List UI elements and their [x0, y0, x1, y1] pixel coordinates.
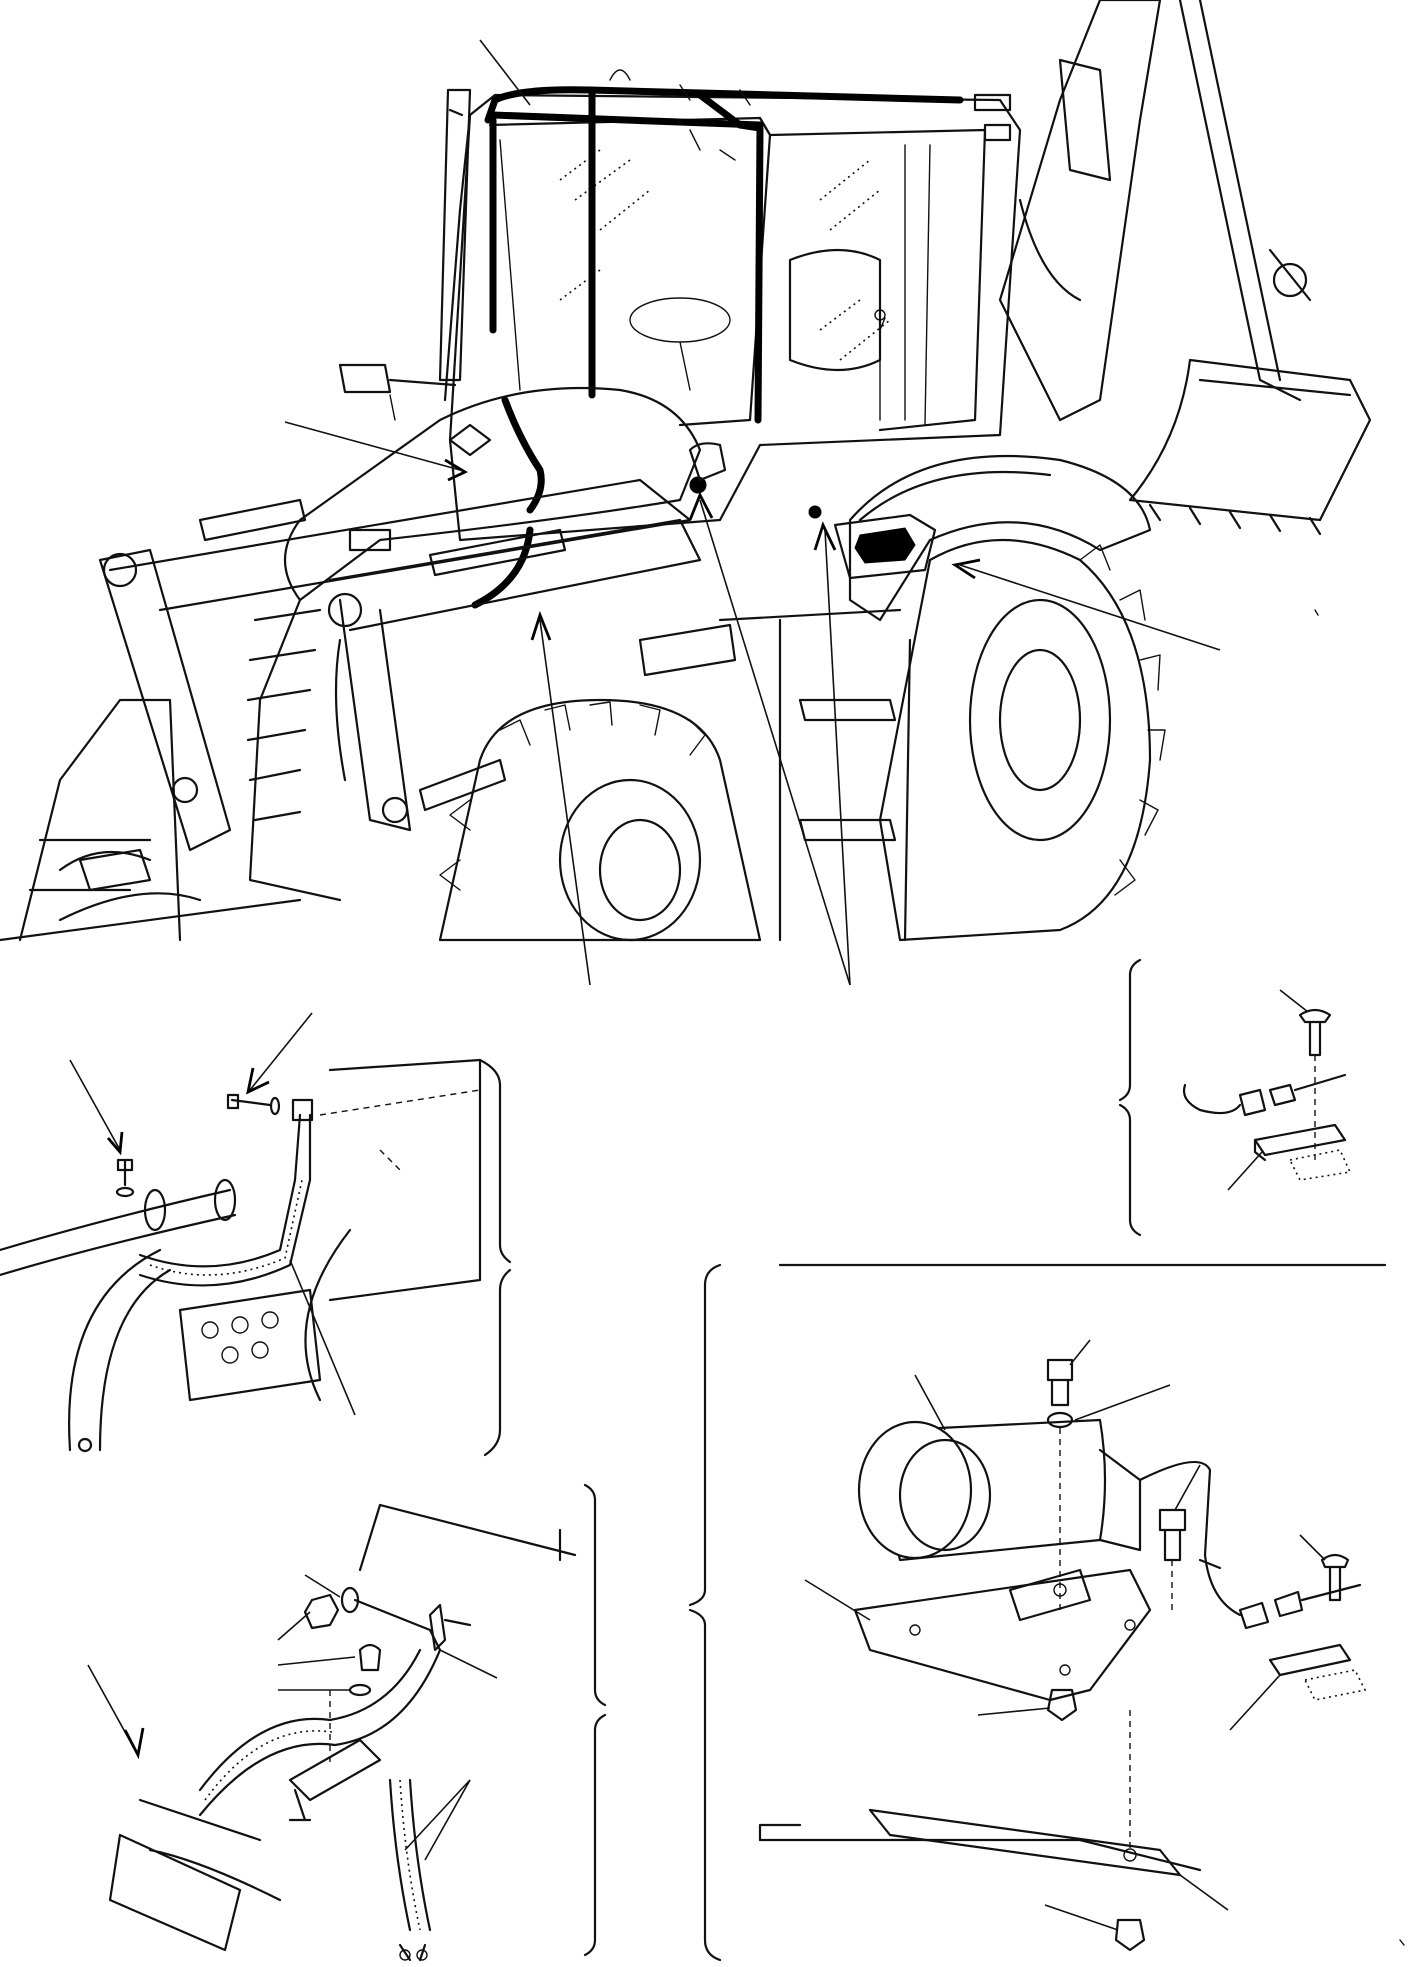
- rear-tyre: [880, 540, 1165, 940]
- stray-mark: [1315, 610, 1404, 1945]
- bucket: [1130, 360, 1370, 534]
- detail-ground-strap-engine: [0, 1013, 510, 1455]
- front-tyre: [440, 700, 760, 940]
- step-ladder: [720, 610, 910, 940]
- side-box: [640, 625, 735, 675]
- location-dot: [809, 506, 821, 518]
- callout-arrows: [285, 40, 1220, 985]
- console: [690, 443, 725, 480]
- access-door-marker: [855, 528, 915, 563]
- detail-connector-clamp: [1120, 960, 1350, 1235]
- machine-overview: [0, 0, 1370, 985]
- engine-hood: [248, 388, 700, 900]
- detail-battery-cable: [88, 1485, 605, 1960]
- access-door: [835, 515, 935, 578]
- fender: [850, 456, 1150, 620]
- loader-arms: [0, 480, 700, 940]
- detail-alarm-mount: [690, 1265, 1385, 1960]
- wiring-harness: [475, 70, 960, 605]
- backhoe-boom: [1000, 0, 1310, 420]
